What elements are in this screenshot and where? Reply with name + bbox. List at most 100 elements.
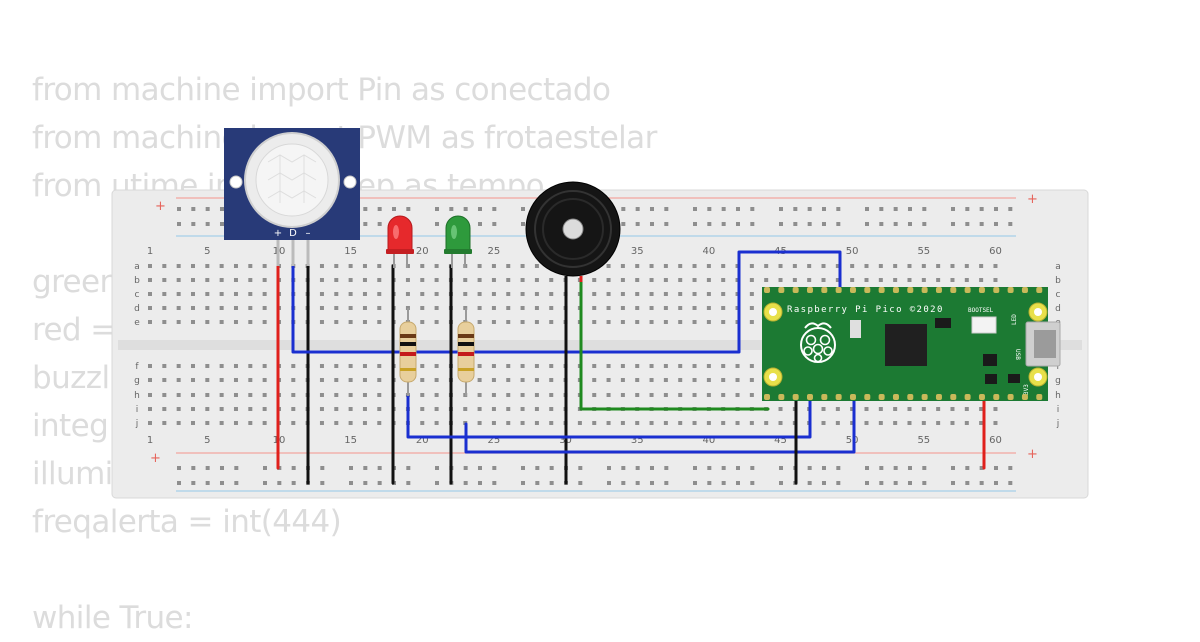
wire-blue[interactable]	[464, 390, 856, 454]
breadboard-hole[interactable]	[549, 306, 554, 310]
breadboard-hole[interactable]	[607, 481, 611, 485]
breadboard-hole[interactable]	[779, 466, 783, 470]
breadboard-hole[interactable]	[907, 264, 912, 268]
breadboard-hole[interactable]	[219, 407, 224, 411]
breadboard-hole[interactable]	[663, 320, 668, 324]
breadboard-hole[interactable]	[620, 264, 625, 268]
breadboard-hole[interactable]	[649, 207, 654, 211]
breadboard-hole[interactable]	[277, 481, 282, 485]
breadboard-hole[interactable]	[606, 378, 611, 382]
breadboard-hole[interactable]	[578, 466, 583, 470]
breadboard-hole[interactable]	[620, 421, 625, 425]
breadboard-hole[interactable]	[377, 306, 382, 310]
breadboard-hole[interactable]	[263, 481, 267, 485]
breadboard-hole[interactable]	[363, 466, 368, 470]
breadboard-hole[interactable]	[449, 207, 454, 211]
breadboard-hole[interactable]	[893, 264, 898, 268]
breadboard-hole[interactable]	[620, 393, 625, 397]
pico-pin[interactable]	[764, 394, 770, 400]
breadboard-hole[interactable]	[334, 364, 339, 368]
breadboard-hole[interactable]	[735, 421, 740, 425]
breadboard-hole[interactable]	[190, 421, 195, 425]
wire-blue[interactable]	[406, 390, 812, 439]
breadboard-hole[interactable]	[692, 292, 697, 296]
breadboard-hole[interactable]	[176, 393, 181, 397]
breadboard-hole[interactable]	[950, 407, 955, 411]
breadboard-hole[interactable]	[821, 466, 826, 470]
breadboard-hole[interactable]	[506, 278, 511, 282]
breadboard-hole[interactable]	[534, 278, 539, 282]
pico-pin[interactable]	[964, 394, 971, 400]
breadboard-hole[interactable]	[434, 264, 439, 268]
breadboard-hole[interactable]	[549, 320, 554, 324]
breadboard-hole[interactable]	[391, 207, 396, 211]
breadboard-hole[interactable]	[491, 393, 496, 397]
breadboard-hole[interactable]	[362, 421, 367, 425]
breadboard-hole[interactable]	[176, 364, 181, 368]
breadboard-hole[interactable]	[534, 378, 539, 382]
breadboard-hole[interactable]	[248, 292, 253, 296]
breadboard-hole[interactable]	[348, 292, 353, 296]
breadboard-hole[interactable]	[320, 481, 325, 485]
breadboard-hole[interactable]	[363, 207, 368, 211]
breadboard-hole[interactable]	[879, 481, 884, 485]
breadboard-hole[interactable]	[377, 278, 382, 282]
breadboard-hole[interactable]	[692, 378, 697, 382]
breadboard-hole[interactable]	[821, 264, 826, 268]
wire-blue[interactable]	[291, 250, 842, 354]
breadboard-hole[interactable]	[162, 378, 167, 382]
breadboard-hole[interactable]	[721, 306, 726, 310]
breadboard-hole[interactable]	[534, 320, 539, 324]
pico-pin[interactable]	[950, 287, 957, 293]
wires[interactable]	[276, 250, 986, 485]
breadboard-hole[interactable]	[491, 364, 496, 368]
breadboard-hole[interactable]	[965, 481, 970, 485]
wire-green[interactable]	[579, 278, 770, 411]
breadboard-hole[interactable]	[865, 207, 869, 211]
breadboard-hole[interactable]	[521, 466, 525, 470]
breadboard-hole[interactable]	[219, 378, 224, 382]
breadboard-hole[interactable]	[549, 278, 554, 282]
breadboard-hole[interactable]	[692, 393, 697, 397]
breadboard-hole[interactable]	[936, 278, 941, 282]
breadboard-hole[interactable]	[621, 466, 626, 470]
breadboard-hole[interactable]	[693, 222, 697, 226]
breadboard-hole[interactable]	[420, 278, 425, 282]
breadboard-hole[interactable]	[893, 278, 898, 282]
breadboard-hole[interactable]	[635, 207, 640, 211]
breadboard-hole[interactable]	[649, 320, 654, 324]
breadboard-hole[interactable]	[893, 481, 898, 485]
breadboard-hole[interactable]	[492, 481, 497, 485]
breadboard-hole[interactable]	[348, 264, 353, 268]
breadboard-hole[interactable]	[649, 421, 654, 425]
breadboard-hole[interactable]	[807, 278, 812, 282]
breadboard-hole[interactable]	[248, 364, 253, 368]
breadboard-hole[interactable]	[577, 421, 582, 425]
pico-pin[interactable]	[806, 394, 813, 400]
breadboard-hole[interactable]	[234, 466, 239, 470]
pico-pin[interactable]	[978, 287, 985, 293]
breadboard-hole[interactable]	[807, 207, 812, 211]
breadboard-hole[interactable]	[434, 306, 439, 310]
pico-pin[interactable]	[935, 394, 942, 400]
breadboard-hole[interactable]	[262, 264, 267, 268]
breadboard-hole[interactable]	[477, 378, 482, 382]
breadboard-hole[interactable]	[420, 407, 425, 411]
breadboard-hole[interactable]	[678, 364, 683, 368]
breadboard-hole[interactable]	[663, 264, 668, 268]
led-red[interactable]	[386, 215, 414, 268]
breadboard-hole[interactable]	[635, 320, 640, 324]
breadboard-hole[interactable]	[406, 481, 411, 485]
breadboard-hole[interactable]	[993, 407, 998, 411]
breadboard-hole[interactable]	[792, 264, 797, 268]
breadboard-hole[interactable]	[362, 378, 367, 382]
breadboard-hole[interactable]	[821, 481, 826, 485]
breadboard-hole[interactable]	[148, 264, 152, 268]
breadboard-hole[interactable]	[649, 378, 654, 382]
breadboard-hole[interactable]	[878, 264, 883, 268]
breadboard-hole[interactable]	[707, 481, 712, 485]
breadboard-hole[interactable]	[592, 306, 597, 310]
breadboard-hole[interactable]	[706, 378, 711, 382]
breadboard-hole[interactable]	[219, 222, 224, 226]
breadboard-hole[interactable]	[477, 364, 482, 368]
